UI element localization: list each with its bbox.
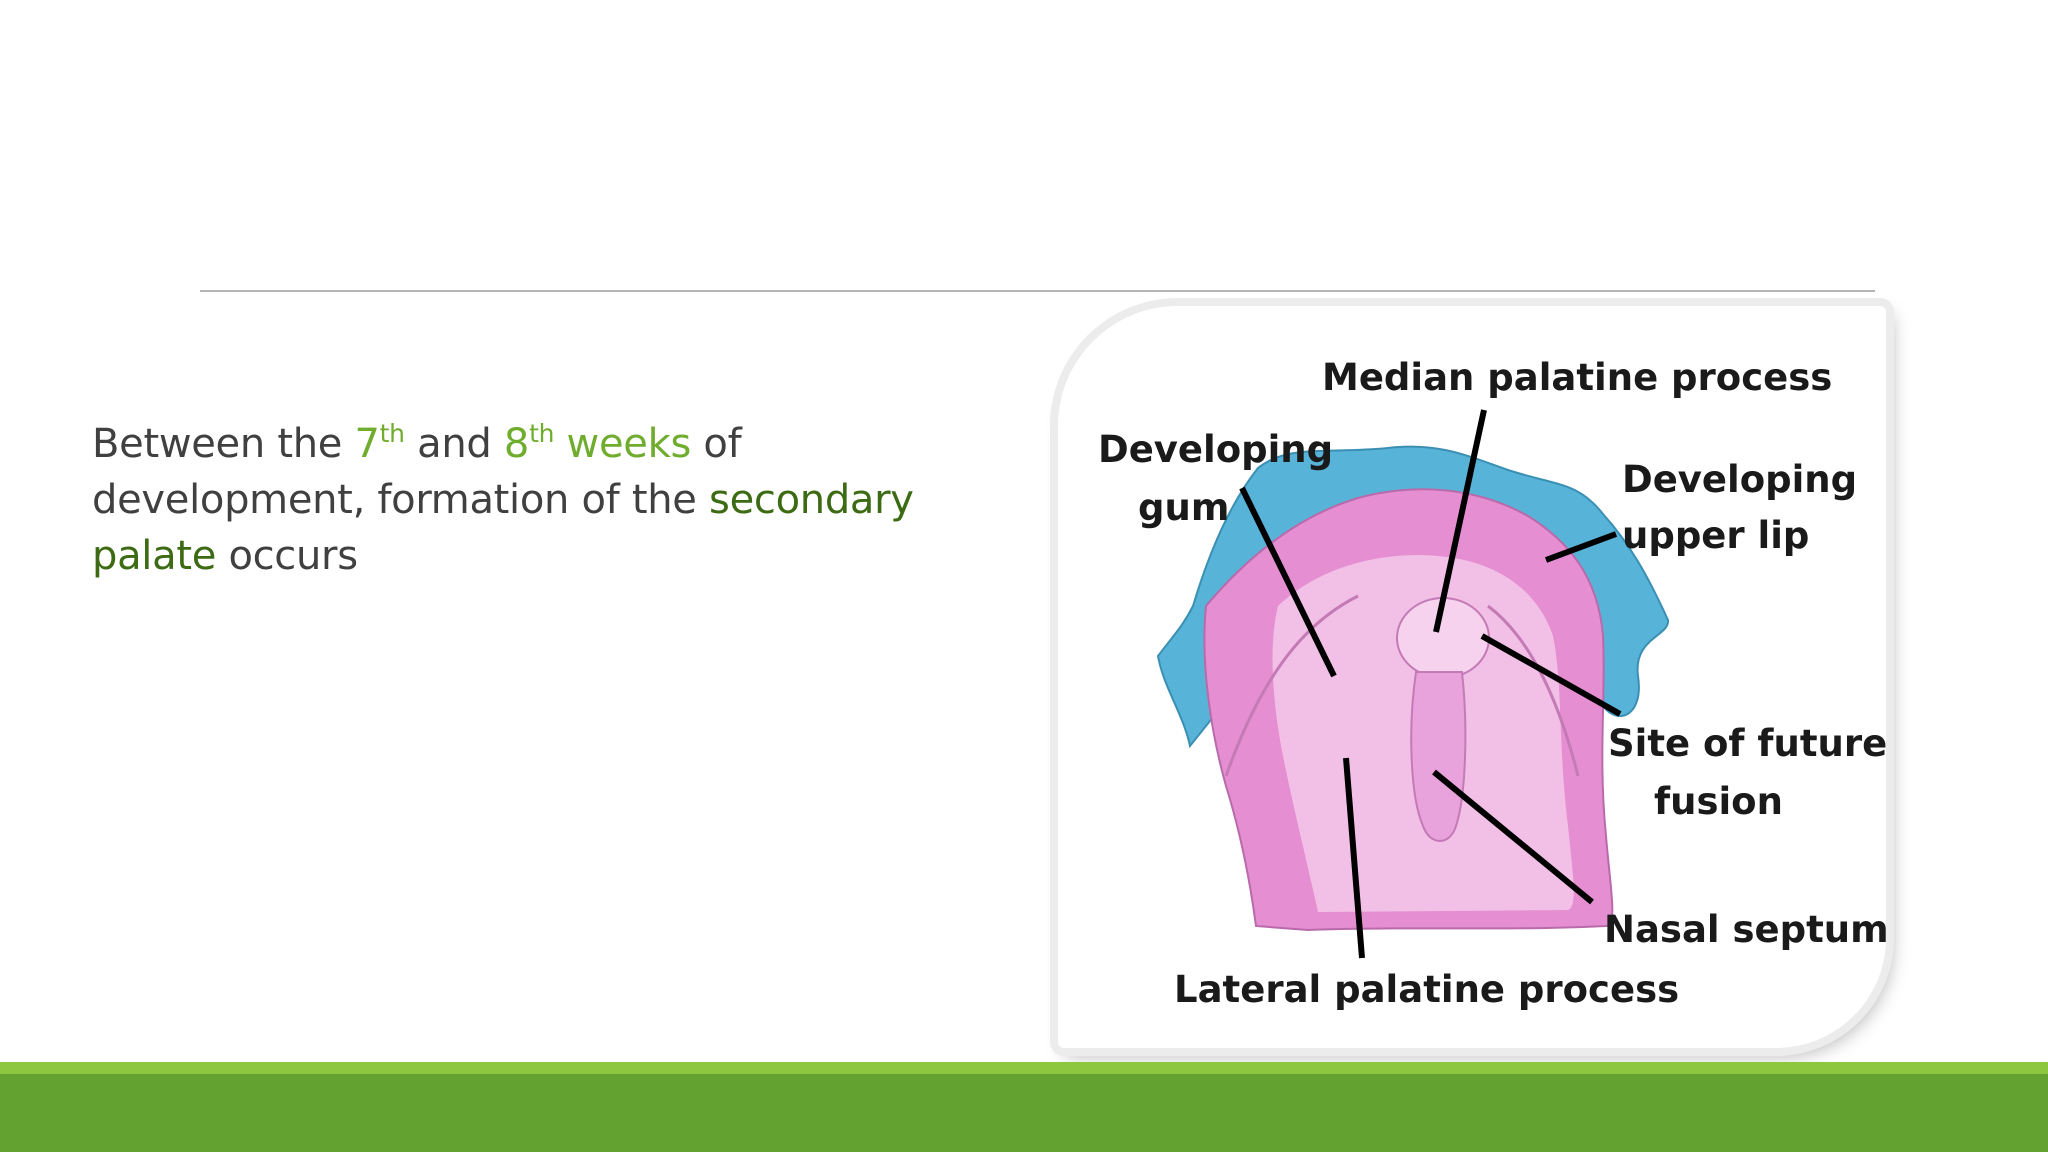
- fusion-leader-line: [1480, 633, 1622, 717]
- week-7: 7th: [354, 419, 406, 467]
- lip-leader-line: [1544, 531, 1618, 563]
- septum-leader-line: [1432, 769, 1594, 905]
- lateral-palatine-label: Lateral palatine process: [1174, 968, 1679, 1011]
- body-text-part: Between the: [92, 421, 355, 467]
- gum-leader-line: [1239, 486, 1337, 678]
- week-8: 8th weeks: [504, 421, 691, 467]
- body-text-part: occurs: [216, 533, 358, 579]
- developing-gum-label-line1: Developing: [1098, 428, 1333, 471]
- developing-gum-label-line2: gum: [1138, 486, 1229, 529]
- week-8-suffix: th: [529, 419, 555, 448]
- palate-diagram-frame: Median palatine process Developing gum D…: [1058, 306, 1886, 1048]
- title-divider: [200, 290, 1875, 292]
- week-8-number: 8: [503, 421, 530, 467]
- footer-accent-stripe: [0, 1062, 2048, 1074]
- future-fusion-label-line2: fusion: [1654, 780, 1783, 823]
- secondary-palate-term: secondary palate: [92, 477, 914, 579]
- palate-diagram: Median palatine process Developing gum D…: [1098, 356, 1886, 1011]
- lateral-leader-line: [1343, 757, 1365, 959]
- median-leader-line: [1433, 409, 1487, 633]
- body-text-part: and: [404, 421, 504, 467]
- body-text: Between the 7th and 8th weeks of develop…: [92, 416, 992, 584]
- lateral-process-ridge: [1224, 594, 1359, 777]
- nasal-septum-shape: [1410, 671, 1467, 842]
- week-7-number: 7: [354, 421, 380, 467]
- body-text-part: of development, formation of the: [92, 421, 742, 523]
- week-7-suffix: th: [379, 419, 405, 448]
- future-fusion-label-line1: Site of future: [1608, 722, 1886, 765]
- developing-lip-label-line1: Developing: [1622, 458, 1857, 501]
- nasal-septum-label: Nasal septum: [1604, 908, 1886, 951]
- developing-lip-label-line2: upper lip: [1622, 514, 1809, 557]
- median-palatine-label: Median palatine process: [1322, 356, 1832, 399]
- footer-bar: [0, 1074, 2048, 1152]
- weeks-word: weeks: [554, 421, 692, 467]
